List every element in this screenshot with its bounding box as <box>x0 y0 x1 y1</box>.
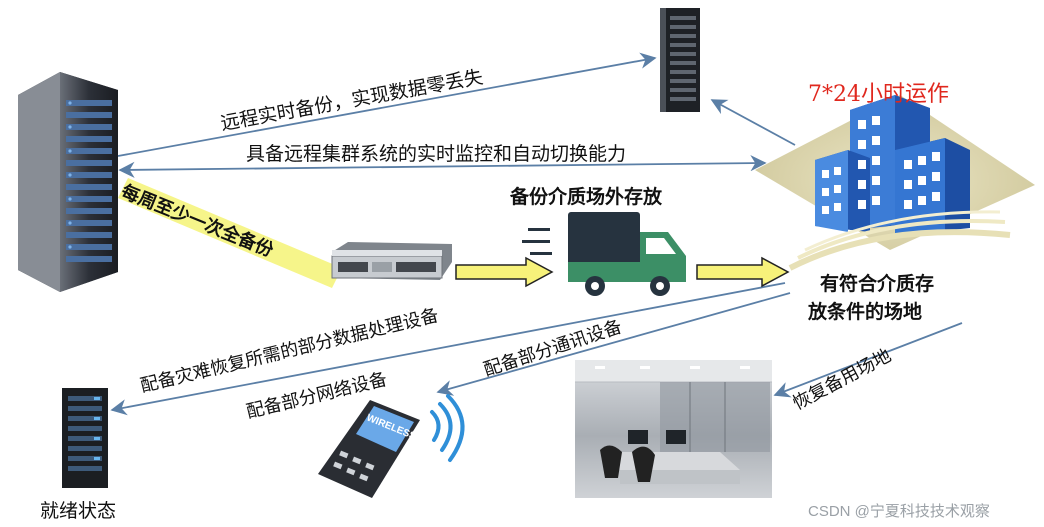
arrow-to-room <box>773 322 963 398</box>
office-building-icon <box>755 95 1035 271</box>
label-realtime-backup: 远程实时备份，实现数据零丢失 <box>219 66 485 135</box>
truck-icon <box>522 212 686 296</box>
label-weekly-backup: 每周至少一次全备份 <box>118 180 277 261</box>
computer-room-photo <box>575 360 772 498</box>
arrow-sites-to-remote <box>710 99 796 146</box>
label-site-line1: 有符合介质存 <box>820 272 934 295</box>
watermark: CSDN @宁夏科技技术观察 <box>808 502 990 520</box>
server-rack-icon <box>18 72 118 292</box>
label-24x7: 7*24小时运作 <box>808 82 949 107</box>
server-tower-icon <box>660 8 700 112</box>
flow-arrow-to-truck <box>455 256 554 288</box>
connection-arrows <box>110 52 963 416</box>
label-recovery-site: 恢复备用场地 <box>789 345 894 414</box>
label-offsite-storage: 备份介质场外存放 <box>509 185 663 208</box>
label-site-line2: 放条件的场地 <box>807 300 922 323</box>
arrow-to-phone <box>436 292 791 396</box>
arrow-to-remote-server <box>117 52 657 157</box>
wireless-phone-icon: WIRELESS <box>318 394 465 498</box>
label-data-devices: 配备灾难恢复所需的部分数据处理设备 <box>138 305 440 397</box>
weekly-backup-highlight <box>118 178 342 288</box>
rack-server-icon <box>331 242 452 280</box>
label-ready-state: 就绪状态 <box>40 500 116 522</box>
arrow-to-ready-server <box>110 282 786 416</box>
flow-arrow-to-site <box>696 256 790 288</box>
label-cluster-monitor: 具备远程集群系统的实时监控和自动切换能力 <box>246 143 626 165</box>
arrow-cluster-monitor <box>118 155 767 178</box>
small-server-icon <box>62 388 108 488</box>
